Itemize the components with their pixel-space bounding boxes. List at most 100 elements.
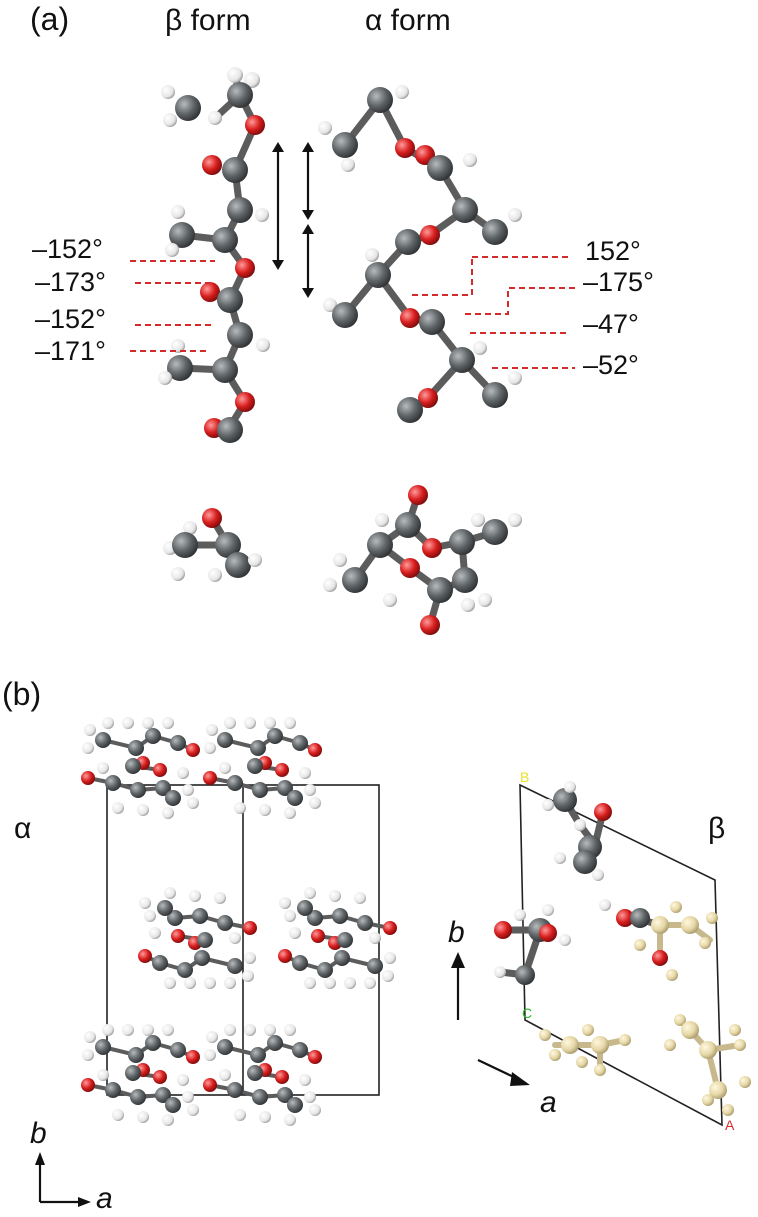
hydrogen-atom	[102, 1024, 114, 1036]
beta-axis-a-label: a	[540, 1086, 557, 1119]
cell-corner-a: A	[725, 1117, 735, 1133]
carbon-atom	[155, 780, 171, 796]
hydrogen-atom	[304, 784, 316, 796]
hydrogen-atom	[264, 1024, 276, 1036]
carbon-atom	[277, 780, 293, 796]
carbon-atom	[155, 1087, 171, 1103]
hydrogen-atom	[279, 897, 291, 909]
oxygen-atom	[275, 1070, 289, 1084]
oxygen-atom	[153, 763, 167, 777]
beta-unit-cell	[519, 783, 723, 1127]
carbon-atom	[292, 735, 308, 751]
hydrogen-atom	[162, 1114, 174, 1126]
carbon-atom	[267, 728, 283, 744]
carbon-atom	[277, 1087, 293, 1103]
hydrogen-atom	[324, 977, 336, 989]
carbon-atom	[247, 758, 263, 774]
oxygen-atom	[203, 771, 217, 785]
hydrogen-atom	[189, 890, 201, 902]
beta-end-view	[163, 508, 262, 582]
hydrogen-atom	[242, 970, 254, 982]
hydrogen-atom	[164, 887, 176, 899]
alpha-axis-indicator: b a	[30, 1117, 113, 1215]
oxygen-atom	[81, 771, 95, 785]
carbon-atom	[317, 962, 333, 978]
carbon-atom	[170, 735, 186, 751]
oxygen-atom	[383, 921, 397, 935]
hydrogen-atom	[289, 927, 301, 939]
hydrogen-atom	[224, 717, 236, 729]
torsion-leaders	[130, 256, 578, 369]
beta-packing-label: β	[708, 812, 725, 845]
hydrogen-atom	[139, 897, 151, 909]
hydrogen-atom	[84, 724, 96, 736]
hydrogen-atom	[284, 1114, 296, 1126]
oxygen-atom	[308, 743, 322, 757]
carbon-atom	[357, 915, 373, 931]
hydrogen-atom	[149, 927, 161, 939]
hydrogen-atom	[304, 887, 316, 899]
carbon-atom	[267, 1035, 283, 1051]
hydrogen-atom	[142, 1024, 154, 1036]
hydrogen-atom	[182, 1091, 194, 1103]
hydrogen-atom	[354, 892, 366, 904]
oxygen-atom	[171, 929, 185, 943]
carbon-atom	[227, 775, 243, 791]
alpha-packing-molecule	[278, 887, 397, 989]
cell-corner-c: C	[522, 1005, 532, 1021]
beta-angle-1: –152°	[32, 234, 103, 264]
hydrogen-atom	[244, 1024, 256, 1036]
hydrogen-atom	[82, 1049, 94, 1061]
beta-packing-molecules	[494, 781, 751, 1116]
hydrogen-atom	[206, 1031, 218, 1043]
hydrogen-atom	[299, 767, 311, 779]
hydrogen-atom	[284, 807, 296, 819]
oxygen-atom	[311, 929, 325, 943]
hydrogen-atom	[259, 804, 271, 816]
carbon-atom	[197, 932, 213, 948]
hydrogen-atom	[187, 797, 199, 809]
carbon-atom	[250, 1047, 266, 1063]
alpha-packing-molecule	[81, 1024, 200, 1126]
hydrogen-atom	[177, 767, 189, 779]
carbon-atom	[217, 1039, 233, 1055]
hydrogen-atom	[284, 1024, 296, 1036]
hydrogen-atom	[299, 1074, 311, 1086]
alpha-packing-molecule	[138, 887, 257, 989]
carbon-atom	[332, 908, 348, 924]
carbon-atom	[252, 782, 268, 798]
carbon-atom	[167, 910, 183, 926]
hydrogen-atom	[144, 910, 156, 922]
hydrogen-atom	[234, 1109, 246, 1121]
oxygen-atom	[153, 1070, 167, 1084]
hydrogen-atom	[164, 977, 176, 989]
beta-angle-2: –173°	[35, 267, 106, 297]
carbon-atom	[145, 728, 161, 744]
beta-axis-indicator: b a	[448, 916, 557, 1119]
alpha-packing-molecules	[81, 717, 397, 1126]
carbon-atom	[95, 732, 111, 748]
carbon-atom	[217, 732, 233, 748]
beta-form-title: β form	[165, 4, 251, 37]
carbon-atom	[367, 958, 383, 974]
hydrogen-atom	[284, 910, 296, 922]
carbon-atom	[165, 790, 181, 806]
carbon-atom	[165, 1097, 181, 1113]
hydrogen-atom	[182, 784, 194, 796]
alpha-end-view	[323, 485, 522, 635]
alpha-axis-b-label: b	[30, 1117, 47, 1150]
hydrogen-atom	[97, 1069, 109, 1081]
carbon-atom	[145, 1035, 161, 1051]
alpha-packing-molecule	[81, 717, 200, 819]
hydrogen-atom	[259, 1111, 271, 1123]
carbon-atom	[130, 782, 146, 798]
hydrogen-atom	[304, 977, 316, 989]
hydrogen-atom	[112, 802, 124, 814]
beta-angle-4: –171°	[35, 336, 106, 366]
panel-b-label: (b)	[2, 676, 41, 712]
hydrogen-atom	[187, 1104, 199, 1116]
hydrogen-atom	[214, 892, 226, 904]
carbon-atom	[125, 758, 141, 774]
hydrogen-atom	[219, 1069, 231, 1081]
